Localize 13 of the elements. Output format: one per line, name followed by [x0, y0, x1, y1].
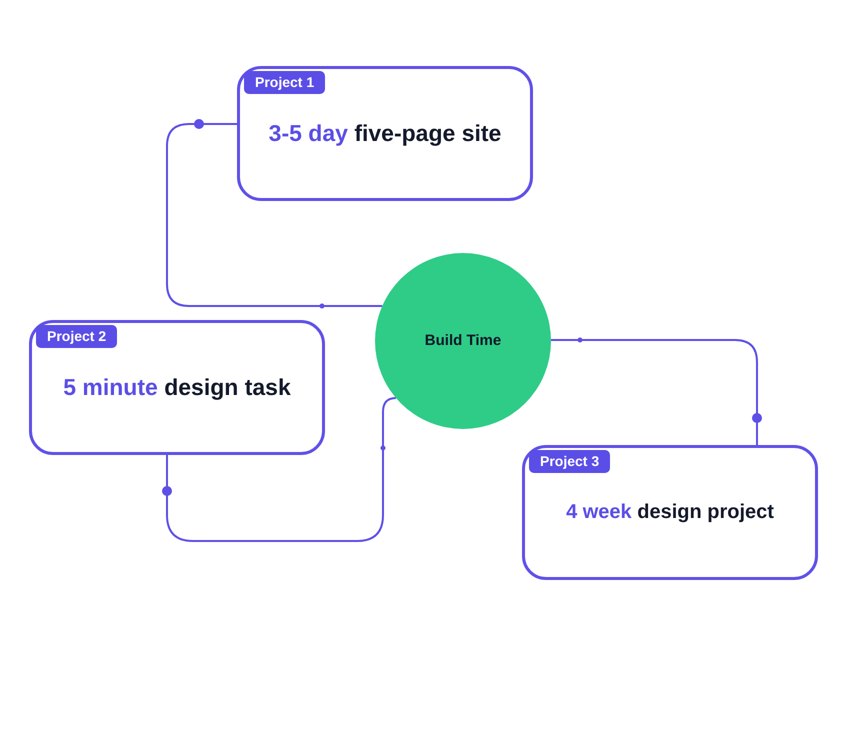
project-title: 5 minute design task: [62, 373, 292, 402]
project-title: 3-5 day five-page site: [268, 119, 502, 148]
connector-line: [551, 339, 758, 445]
project-card: [237, 66, 533, 201]
project-tag: Project 2: [36, 325, 118, 348]
project-card: [29, 320, 325, 455]
project-tag: Project 1: [244, 71, 326, 94]
connector-line: [166, 123, 382, 307]
connector-line: [166, 397, 396, 542]
project-title: 4 week design project: [565, 500, 775, 525]
project-card: [522, 445, 818, 580]
project-tag: Project 3: [529, 450, 610, 473]
node-label: Build Time: [424, 330, 502, 351]
